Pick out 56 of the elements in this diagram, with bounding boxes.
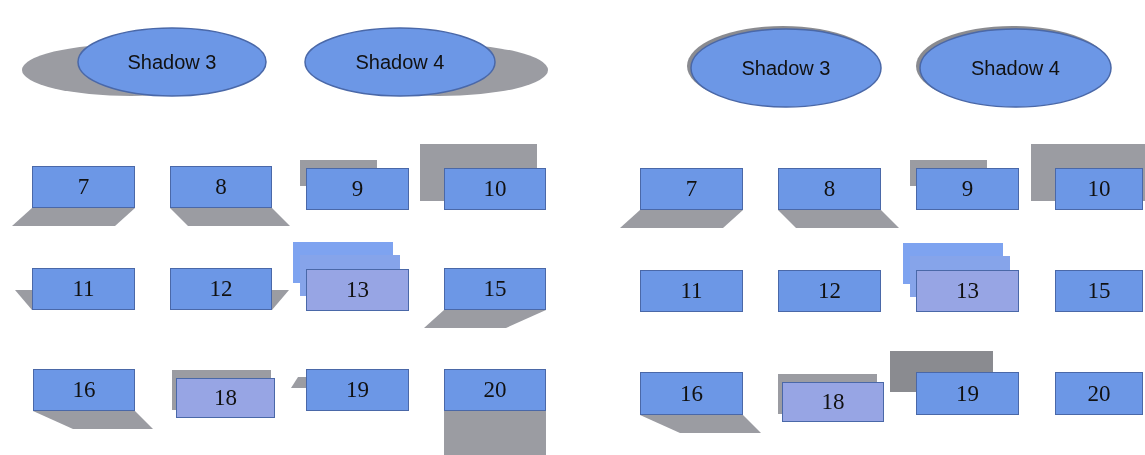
number-box (1055, 168, 1143, 210)
number-label: 18 (214, 385, 237, 411)
number-box (782, 382, 884, 422)
number-box (170, 268, 272, 310)
number-label: 18 (821, 389, 845, 415)
number-box (170, 166, 272, 208)
number-box (916, 372, 1019, 415)
number-label: 16 (72, 377, 96, 403)
number-label: 7 (77, 174, 90, 200)
number-box (1055, 270, 1143, 312)
number-label: 13 (956, 278, 979, 304)
number-label: 15 (1087, 278, 1111, 304)
number-label: 19 (956, 380, 979, 407)
number-box (640, 372, 743, 415)
number-box (32, 268, 135, 310)
number-label: 7 (685, 176, 698, 202)
number-label: 12 (818, 278, 841, 304)
number-box (32, 166, 135, 208)
number-box (176, 378, 275, 418)
number-box (444, 369, 546, 411)
number-box (444, 268, 546, 310)
number-label: 15 (483, 276, 507, 302)
number-box (306, 269, 409, 311)
number-label: 8 (823, 176, 836, 202)
number-box (306, 168, 409, 210)
ellipse-shape (690, 28, 882, 108)
number-label: 13 (346, 277, 369, 303)
number-box (778, 270, 881, 312)
ellipse-shape (919, 28, 1112, 108)
number-box (640, 270, 743, 312)
number-box (778, 168, 881, 210)
number-label: 9 (961, 176, 974, 202)
number-box (306, 369, 409, 411)
number-box (640, 168, 743, 210)
number-label: 19 (346, 377, 369, 403)
number-label: 20 (1087, 380, 1111, 407)
number-label: 9 (351, 176, 364, 202)
number-label: 11 (680, 278, 703, 304)
ellipse-shape (77, 27, 267, 97)
shape-label: Shadow 3 (741, 56, 831, 80)
number-label: 10 (1087, 176, 1111, 202)
number-label: 11 (72, 276, 95, 302)
shape-label: Shadow 4 (971, 56, 1060, 80)
number-box (916, 168, 1019, 210)
number-box (444, 168, 546, 210)
number-label: 12 (209, 276, 233, 302)
number-label: 10 (483, 176, 507, 202)
ellipse-shape (304, 27, 496, 97)
number-box (916, 270, 1019, 312)
number-label: 8 (215, 174, 227, 200)
number-label: 20 (483, 377, 507, 403)
number-box (1055, 372, 1143, 415)
shape-label: Shadow 4 (355, 50, 445, 74)
shape-label: Shadow 3 (127, 50, 217, 74)
number-label: 16 (680, 380, 703, 407)
number-box (33, 369, 135, 411)
